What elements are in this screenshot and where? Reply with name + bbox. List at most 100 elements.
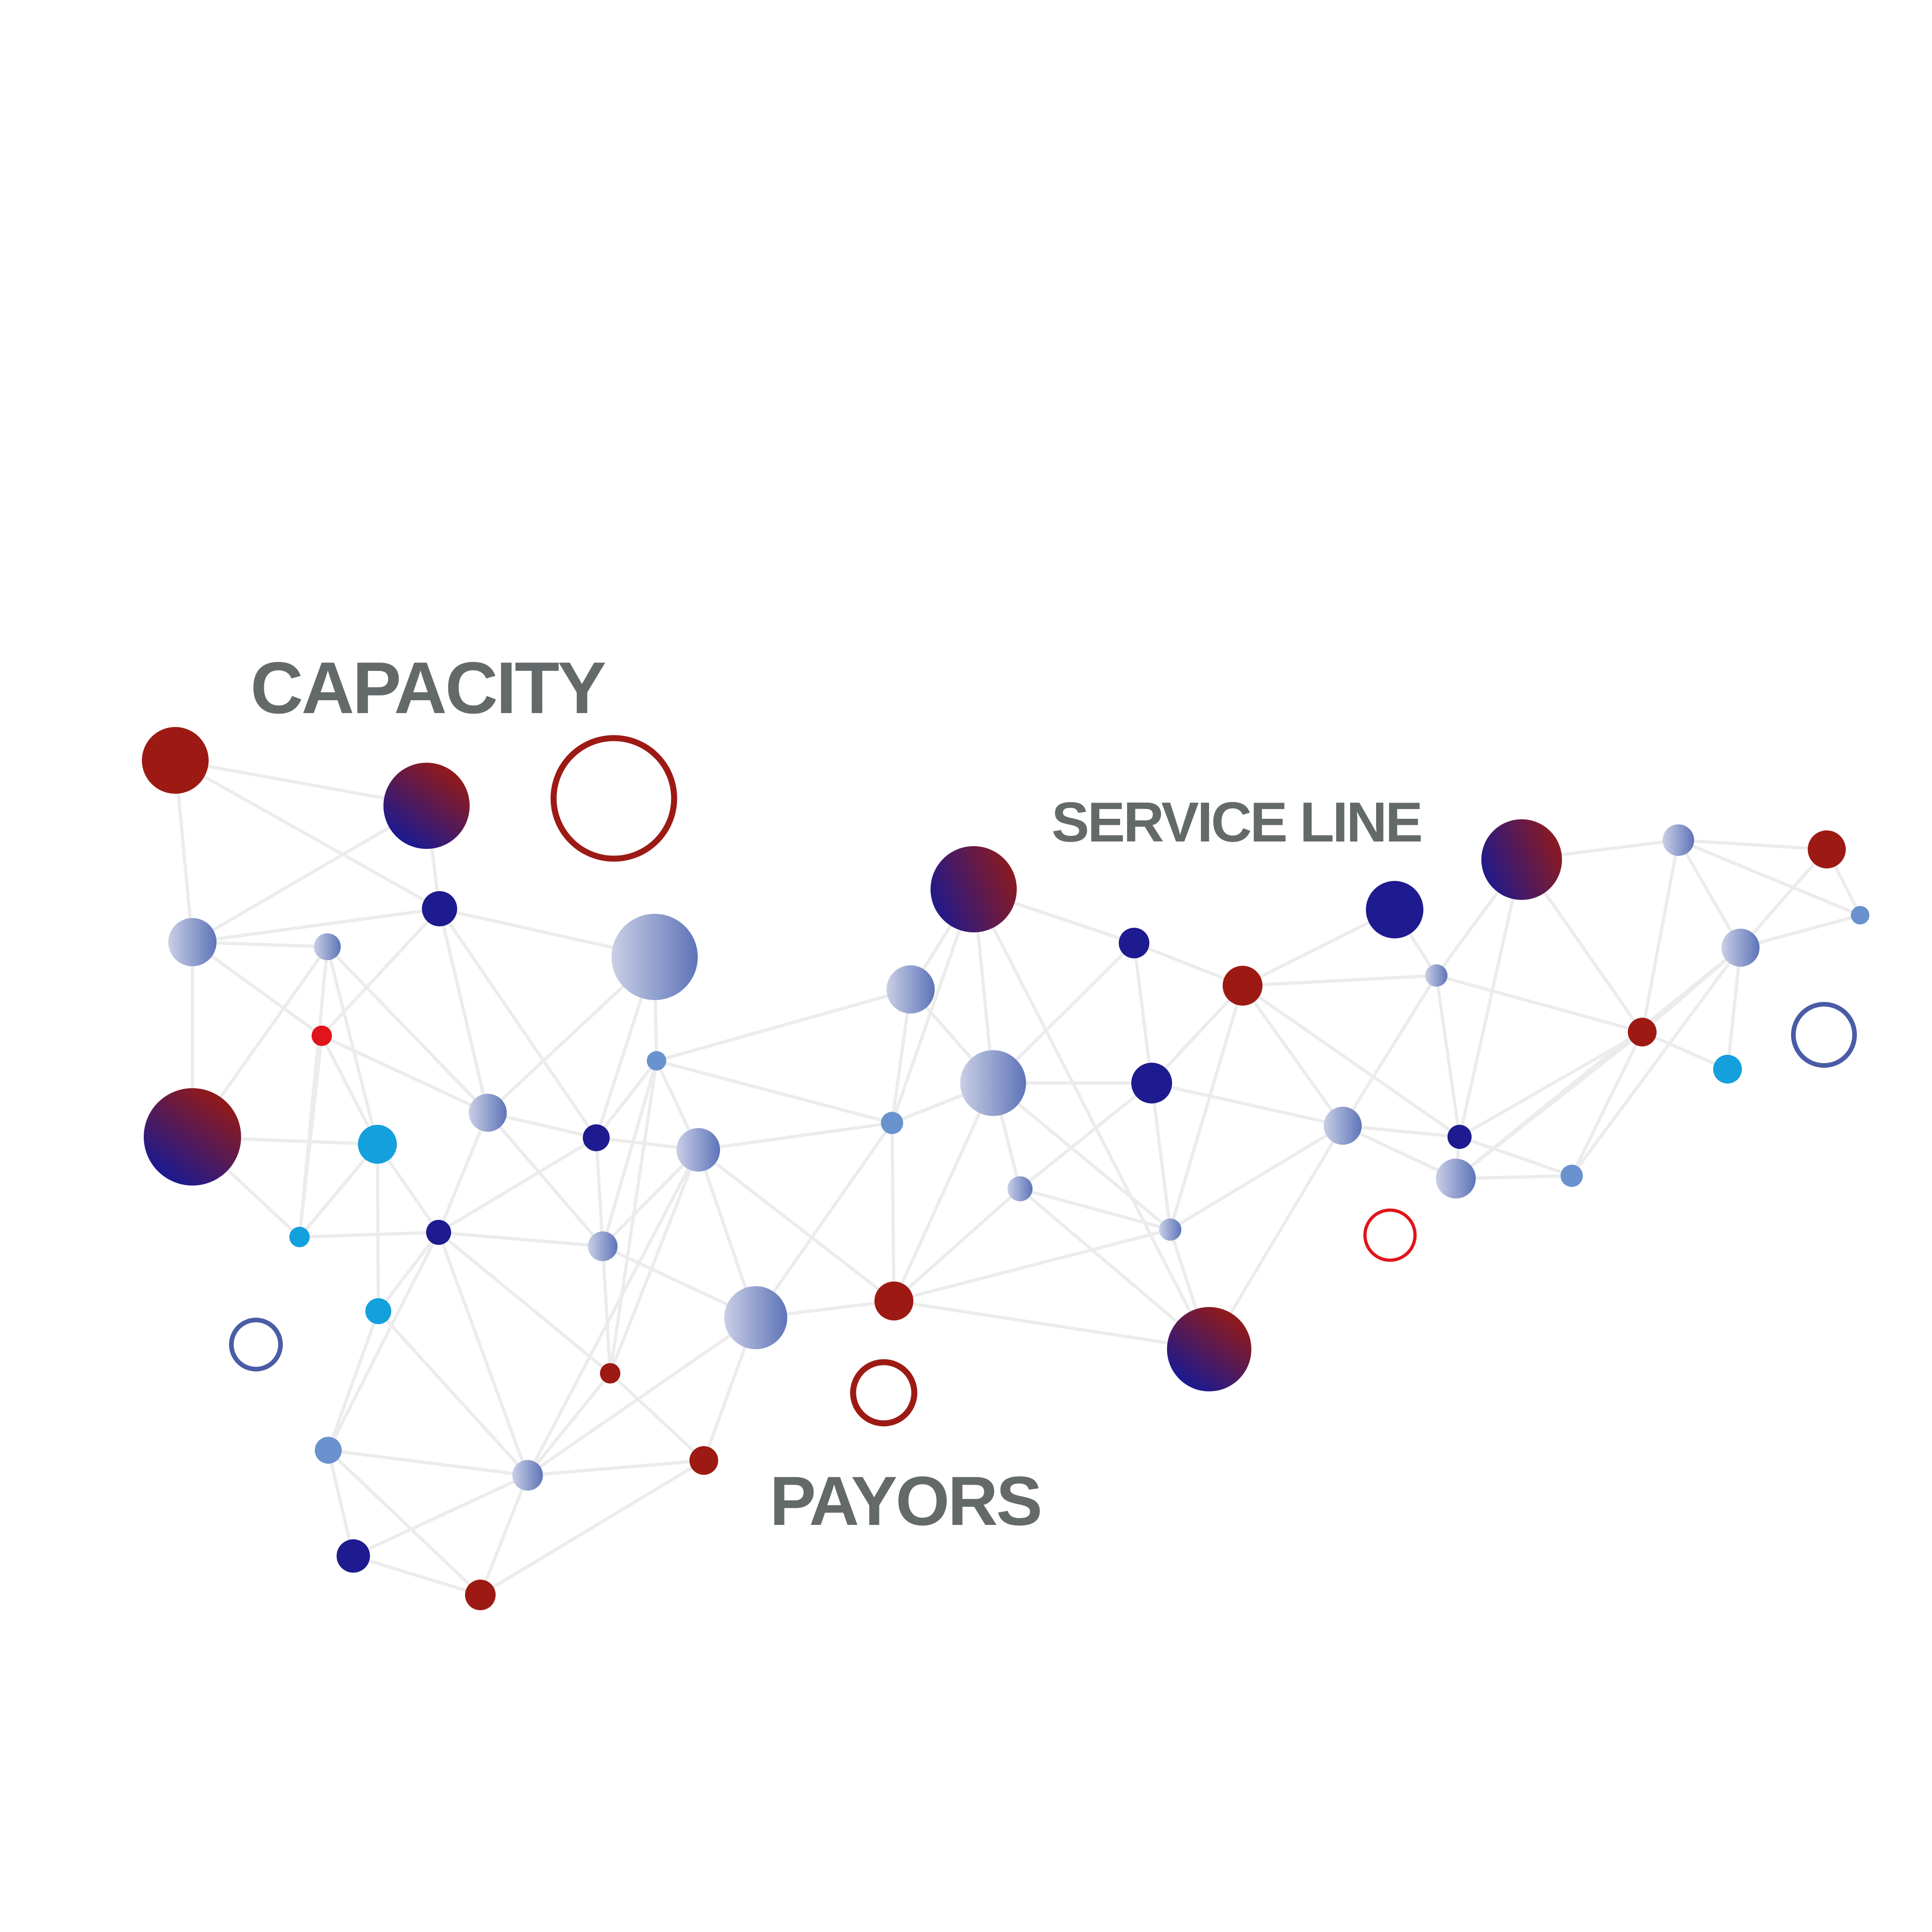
- connection-line: [1640, 840, 1680, 1033]
- connection-line: [1241, 984, 1461, 1138]
- connection-line: [1132, 943, 1154, 1084]
- connection-line: [1435, 975, 1461, 1137]
- connection-line: [1151, 1081, 1343, 1128]
- hollow-ring-node: [850, 1359, 918, 1427]
- connection-line: [1436, 974, 1643, 1034]
- connection-line: [527, 1459, 704, 1477]
- connection-line: [1241, 984, 1344, 1127]
- connection-line: [478, 1474, 529, 1596]
- connection-line: [298, 1035, 324, 1237]
- network-node: [512, 1460, 543, 1491]
- connection-line: [893, 1299, 1210, 1351]
- connection-line: [892, 1082, 995, 1302]
- connection-line: [326, 945, 489, 1114]
- connection-line: [1020, 1187, 1171, 1231]
- connection-line: [437, 1112, 490, 1233]
- connection-line: [972, 888, 1211, 1350]
- connection-line: [479, 1459, 705, 1596]
- network-node: [1223, 966, 1262, 1006]
- network-node: [144, 1088, 241, 1186]
- network-node: [960, 1050, 1026, 1116]
- network-node: [1722, 929, 1760, 967]
- network-node: [1713, 1055, 1742, 1084]
- connection-line: [526, 1372, 612, 1477]
- connection-line: [601, 1060, 658, 1247]
- network-node: [312, 1026, 332, 1046]
- connection-line: [890, 1122, 896, 1301]
- connection-line: [325, 946, 379, 1145]
- connection-line: [1677, 838, 1861, 917]
- connection-line: [1169, 1124, 1344, 1231]
- connection-line: [437, 1231, 529, 1476]
- connection-line: [526, 1149, 700, 1476]
- connection-line: [327, 1449, 482, 1596]
- network-node: [1436, 1159, 1476, 1199]
- network-node: [1663, 824, 1694, 856]
- connection-line: [1242, 974, 1437, 988]
- connection-line: [1570, 946, 1742, 1177]
- service-line-label: SERVICE LINE: [1052, 791, 1423, 854]
- connection-line: [486, 1111, 604, 1248]
- connection-line: [609, 1372, 705, 1462]
- connection-line: [893, 1228, 1171, 1303]
- connection-line: [1641, 1030, 1728, 1071]
- network-node: [612, 914, 698, 1000]
- connection-line: [1740, 913, 1861, 950]
- connection-line: [1726, 947, 1742, 1070]
- connection-line: [893, 1187, 1021, 1302]
- connection-line: [328, 1448, 528, 1477]
- network-node: [426, 1220, 451, 1245]
- network-node: [1481, 819, 1562, 900]
- connection-line: [992, 942, 1135, 1084]
- network-node: [886, 965, 935, 1014]
- connection-line: [697, 1148, 895, 1302]
- connection-line: [992, 1082, 1172, 1231]
- connection-line: [192, 907, 440, 944]
- connection-line: [438, 1231, 603, 1248]
- connection-line: [1341, 975, 1438, 1127]
- connection-line: [1739, 848, 1828, 949]
- connection-line: [438, 908, 598, 1139]
- connection-line: [320, 907, 441, 1037]
- hollow-ring-node: [1363, 1208, 1417, 1262]
- connection-line: [298, 1143, 379, 1238]
- network-node: [1131, 1063, 1172, 1103]
- connection-line: [174, 759, 440, 911]
- connection-line: [376, 1144, 380, 1312]
- connection-line: [601, 1246, 612, 1374]
- connection-line: [698, 1121, 893, 1152]
- network-node: [600, 1363, 620, 1384]
- connection-line: [1342, 1124, 1457, 1180]
- connection-line: [299, 1231, 439, 1239]
- network-node: [583, 1124, 610, 1151]
- connection-line: [191, 941, 323, 1037]
- connection-line: [1570, 1031, 1644, 1177]
- network-node: [931, 846, 1017, 932]
- network-node: [1628, 1018, 1657, 1046]
- connection-line: [1454, 946, 1742, 1180]
- connection-lines: [173, 759, 1862, 1597]
- network-node: [337, 1539, 370, 1573]
- connection-line: [326, 1450, 355, 1556]
- network-node: [1851, 906, 1869, 925]
- connection-line: [1678, 838, 1827, 851]
- connection-line: [656, 988, 911, 1063]
- network-node: [676, 1128, 720, 1172]
- connection-line: [608, 1149, 700, 1374]
- network-node: [1007, 1176, 1033, 1201]
- payors-label: PAYORS: [770, 1462, 1043, 1540]
- network-node: [1159, 1218, 1181, 1241]
- connection-line: [352, 1473, 529, 1558]
- connection-line: [437, 1231, 612, 1375]
- network-node: [1324, 1107, 1362, 1145]
- connection-line: [438, 908, 490, 1113]
- hollow-ring-node: [1791, 1002, 1857, 1068]
- network-nodes: [142, 727, 1869, 1610]
- connection-line: [1342, 1124, 1460, 1139]
- connection-line: [326, 1231, 440, 1451]
- network-node: [289, 1227, 310, 1247]
- network-node: [1447, 1125, 1472, 1149]
- network-node: [647, 1051, 666, 1071]
- network-node: [383, 763, 470, 849]
- network-node: [168, 918, 217, 966]
